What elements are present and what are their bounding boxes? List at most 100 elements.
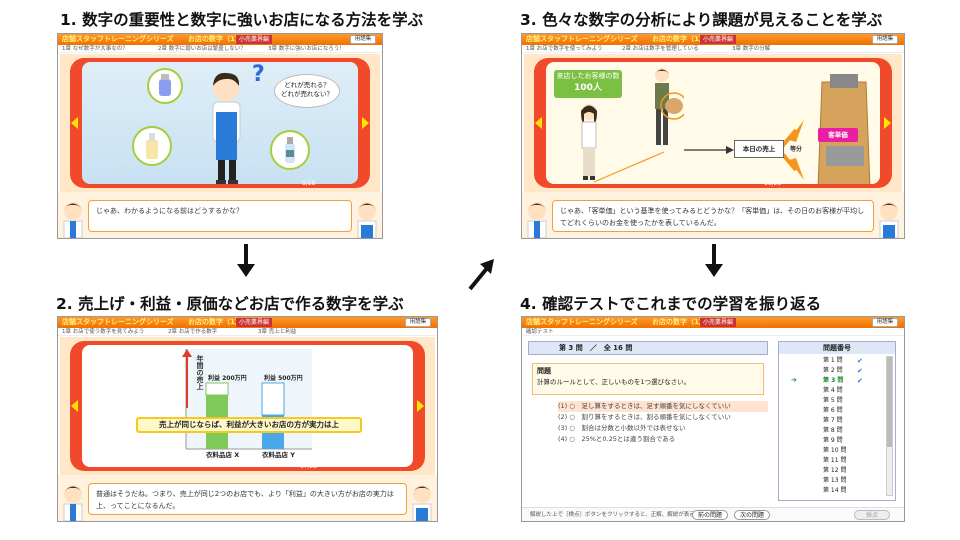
tab-chapter-3[interactable]: 3章 数字の分解 <box>732 46 771 52</box>
glossary-button[interactable]: 用語集 <box>405 318 431 327</box>
list-item[interactable]: 第 14 問 <box>823 487 847 494</box>
badge: 小売業界編 <box>700 35 737 44</box>
list-item[interactable]: 第 5 問 <box>823 397 843 404</box>
screenshot-panel-4: 店舗スタッフトレーニングシリーズ お店の数字（1） 小売業界編 用語集 確認テス… <box>521 316 905 522</box>
next-slide-arrow-icon[interactable] <box>884 117 891 129</box>
thought-line-2: どれが売れない？ <box>281 90 333 98</box>
question-box: 問題 計算のルールとして、正しいものを1つ選びなさい。 <box>532 363 764 395</box>
list-item[interactable]: 第 9 問 <box>823 437 843 444</box>
slide-stage: ? どれが売れる？ どれが売れない？ 5/18 <box>60 54 380 192</box>
visitors-value: 100人 <box>574 83 602 93</box>
thought-bubble: どれが売れる？ どれが売れない？ <box>274 74 340 108</box>
chapter-tabs: 1章 なぜ数字が大事なの？ 2章 数字に弱いお店は繁盛しない？ 3章 数字に強い… <box>58 45 382 53</box>
tab-chapter-1[interactable]: 1章 お店で使う数字を見てみよう <box>62 329 145 335</box>
slide-content: 年間の売上 利益 200万円 利益 500万円 売上が同じならば、利益が大きいお… <box>82 345 413 467</box>
title-bar: 店舗スタッフトレーニングシリーズ お店の数字（1） 小売業界編 用語集 <box>58 34 382 45</box>
tab-chapter-3[interactable]: 3章 数字に強いお店になろう！ <box>268 46 345 52</box>
heading-step-2: 2. 売上げ・利益・原価などお店で作る数字を学ぶ <box>56 295 404 313</box>
question-label: 問題 <box>537 367 551 375</box>
test-tab-bar: 確認テスト <box>522 328 904 336</box>
glossary-button[interactable]: 用語集 <box>872 318 898 327</box>
sales-box: 本日の売上 <box>734 140 784 158</box>
list-item[interactable]: 第 3 問 <box>823 377 844 384</box>
instructor-avatar <box>63 485 83 521</box>
slide-content: 来店したお客様の数 100人 本日の売上 等分 客単価 <box>546 62 880 184</box>
list-item[interactable]: 第 6 問 <box>823 407 843 414</box>
scrollbar[interactable] <box>886 356 893 496</box>
next-question-button[interactable]: 次の問題 <box>734 510 770 520</box>
staff-avatar <box>879 202 899 238</box>
bar-label-store-y: 利益 500万円 <box>264 375 303 382</box>
staff-avatar <box>357 202 377 238</box>
chapter-tabs: 1章 お店で使う数字を見てみよう 2章 お店で作る数字 3章 売上と利益 <box>58 328 437 336</box>
course-title: お店の数字（1） <box>652 35 706 43</box>
prev-slide-arrow-icon[interactable] <box>71 400 78 412</box>
bar-label-store-x: 利益 200万円 <box>208 375 247 382</box>
list-item[interactable]: 第 4 問 <box>823 387 843 394</box>
finish-button[interactable]: 採点 <box>854 510 890 520</box>
answer-option[interactable]: (1) ○ 足し算をするときは、足す順番を気にしなくていい <box>558 401 768 412</box>
unit-price-box: 客単価 <box>818 128 858 142</box>
dialog-area: じゃあ、「客単価」という基準を使ってみるとどうかな？「客単価」は、その日のお客様… <box>522 192 904 238</box>
title-bar: 店舗スタッフトレーニングシリーズ お店の数字（1） 小売業界編 用語集 <box>58 317 437 328</box>
instructor-avatar <box>527 202 547 238</box>
up-arrow-icon <box>182 349 192 408</box>
slide-content: ? どれが売れる？ どれが売れない？ <box>82 62 358 184</box>
unit-price-label: 客単価 <box>828 131 848 139</box>
answer-option[interactable]: (4) ○ 25%と0.25とは違う割合である <box>558 435 676 443</box>
glossary-button[interactable]: 用語集 <box>350 35 376 44</box>
tab-chapter-2[interactable]: 2章 お店で作る数字 <box>168 329 218 335</box>
answer-options: (1) ○ 足し算をするときは、足す順番を気にしなくていい (2) ○ 割り算を… <box>558 401 768 445</box>
page-counter: 17/22 <box>300 463 318 470</box>
slide-frame: ? どれが売れる？ どれが売れない？ 5/18 <box>70 58 370 188</box>
callout-text: 売上が同じならば、利益が大きいお店の方が実力は上 <box>159 420 339 429</box>
sales-box-label: 本日の売上 <box>742 145 776 153</box>
dialog-area: じゃあ、わかるようになる前はどうするかな？ <box>58 192 382 238</box>
list-item[interactable]: 第 13 問 <box>823 477 847 484</box>
chapter-tabs: 1章 お店で数字を使ってみよう 2章 お店は数字を管理している 3章 数字の分解 <box>522 45 904 53</box>
list-item[interactable]: 第 1 問 <box>823 357 843 364</box>
answer-option[interactable]: (3) ○ 割合は分数と小数以外では表せない <box>558 424 686 432</box>
scrollbar-thumb[interactable] <box>887 357 892 447</box>
series-title: 店舗スタッフトレーニングシリーズ <box>526 318 638 326</box>
down-arrow-icon <box>705 244 723 277</box>
tab-chapter-2[interactable]: 2章 お店は数字を管理している <box>622 46 699 52</box>
answer-option[interactable]: (2) ○ 割り算をするときは、割る順番を気にしなくていい <box>558 413 731 421</box>
question-list-header: 問題番号 <box>779 342 895 354</box>
heading-step-3: 3. 色々な数字の分析により課題が見えることを学ぶ <box>520 11 883 29</box>
series-title: 店舗スタッフトレーニングシリーズ <box>62 318 174 326</box>
list-item[interactable]: 第 11 問 <box>823 457 847 464</box>
tab-chapter-2[interactable]: 2章 数字に弱いお店は繁盛しない？ <box>158 46 246 52</box>
product-lotion-icon <box>132 126 172 166</box>
list-item[interactable]: 第 7 問 <box>823 417 843 424</box>
question-mark-icon: ? <box>252 62 265 87</box>
list-item[interactable]: 第 8 問 <box>823 427 843 434</box>
next-slide-arrow-icon[interactable] <box>417 400 424 412</box>
visitors-label: 来店したお客様の数 <box>556 72 620 80</box>
product-spray-icon <box>270 130 310 170</box>
slide-frame: 年間の売上 利益 200万円 利益 500万円 売上が同じならば、利益が大きいお… <box>70 341 425 471</box>
question-text: 計算のルールとして、正しいものを1つ選びなさい。 <box>537 378 691 386</box>
prev-slide-arrow-icon[interactable] <box>535 117 542 129</box>
list-item[interactable]: 第 2 問 <box>823 367 843 374</box>
tab-chapter-1[interactable]: 1章 お店で数字を使ってみよう <box>526 46 603 52</box>
x-label-store-y: 衣料品店 Y <box>262 451 295 459</box>
tab-chapter-1[interactable]: 1章 なぜ数字が大事なの？ <box>62 46 128 52</box>
glossary-button[interactable]: 用語集 <box>872 35 898 44</box>
bar-store-y-profit <box>261 382 285 416</box>
next-slide-arrow-icon[interactable] <box>362 117 369 129</box>
series-title: 店舗スタッフトレーニングシリーズ <box>62 35 174 43</box>
dialog-box: 普通はそうだね。つまり、売上が同じ2つのお店でも、より「利益」の大きい方がお店の… <box>88 483 407 515</box>
list-item[interactable]: 第 12 問 <box>823 467 847 474</box>
prev-question-button[interactable]: 前の問題 <box>692 510 728 520</box>
list-item[interactable]: 第 10 問 <box>823 447 847 454</box>
equal-split-label: 等分 <box>790 146 803 153</box>
tab-chapter-3[interactable]: 3章 売上と利益 <box>258 329 297 335</box>
question-list: ➔ 第 1 問 第 2 問 第 3 問 第 4 問 第 5 問 第 6 問 第 … <box>779 356 883 496</box>
tab-test[interactable]: 確認テスト <box>526 329 554 335</box>
prev-slide-arrow-icon[interactable] <box>71 117 78 129</box>
diagonal-arrow-icon <box>468 259 494 291</box>
screenshot-panel-2: 店舗スタッフトレーニングシリーズ お店の数字（1） 小売業界編 用語集 1章 お… <box>57 316 438 522</box>
product-bottle-icon <box>147 68 183 104</box>
course-title: お店の数字（1） <box>652 318 706 326</box>
